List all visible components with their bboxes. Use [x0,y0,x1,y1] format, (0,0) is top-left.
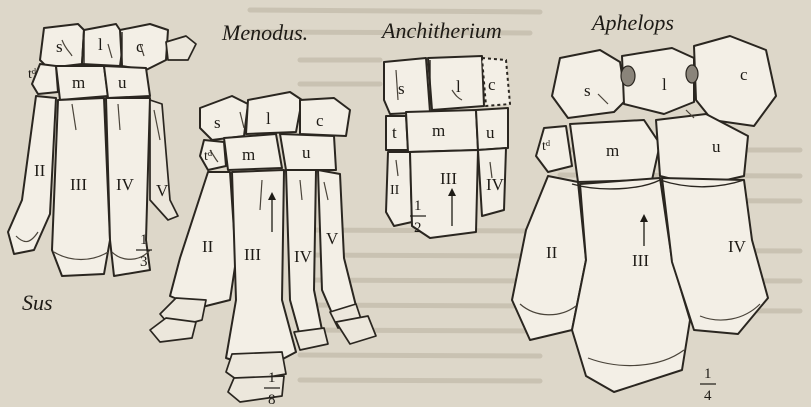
aphelops-label-c: c [740,65,748,84]
anchitherium-scale-den: 2 [414,220,422,236]
aphelops-label-td: tᵈ [542,139,551,154]
anchitherium-label-l: l [456,77,461,96]
anchitherium-label-u: u [486,123,495,142]
menodus-forefoot: s l c tᵈ m u II III IV V 1 8 Menodus. [150,20,376,407]
menodus-scale-den: 8 [268,392,276,407]
menodus-label-c: c [316,111,324,130]
anchitherium-label-s: s [398,79,405,98]
menodus-label-s: s [214,113,221,132]
aphelops-label-s: s [584,81,591,100]
aphelops-label-III: III [632,251,649,270]
menodus-label-V: V [326,229,339,248]
aphelops-label-m: m [606,141,619,160]
aphelops-label-II: II [546,243,558,262]
menodus-label-td: tᵈ [204,149,213,164]
anchitherium-label-c: c [488,75,496,94]
aphelops-label-l: l [662,75,667,94]
aphelops-label-u: u [712,137,721,156]
sus-scale-num: 1 [140,232,148,248]
sus-label-II: II [34,161,46,180]
menodus-label-m: m [242,145,255,164]
anchitherium-forefoot: s l c t m u II III IV 1 2 Anchitherium [380,18,510,238]
menodus-label-III: III [244,245,261,264]
sus-label-V: V [156,181,169,200]
aphelops-forefoot: s l c tᵈ m u II III IV 1 4 Aphelops [512,10,776,404]
anchitherium-label-m: m [432,121,445,140]
sus-label-III: III [70,175,87,194]
sus-label-u: u [118,73,127,92]
sus-label-td: tᵈ [28,67,37,82]
menodus-label-II: II [202,237,214,256]
sus-forefoot: s l c tᵈ m u II III IV V 1 3 Sus [8,24,196,315]
sus-label-c: c [136,37,144,56]
anchitherium-label-IV: IV [486,175,505,194]
menodus-label-u: u [302,143,311,162]
aphelops-label-IV: IV [728,237,747,256]
anchitherium-label-III: III [440,169,457,188]
aphelops-title: Aphelops [590,10,674,35]
menodus-label-l: l [266,109,271,128]
sus-label-l: l [98,35,103,54]
aphelops-scale-den: 4 [704,388,712,404]
sus-scale-den: 3 [140,254,148,270]
anchitherium-scale-num: 1 [414,198,422,214]
anchitherium-title: Anchitherium [380,18,502,43]
anchitherium-label-t: t [392,123,397,142]
sus-label-IV: IV [116,175,135,194]
menodus-title: Menodus. [221,20,308,45]
sus-label-s: s [56,37,63,56]
menodus-label-IV: IV [294,247,313,266]
sus-label-m: m [72,73,85,92]
anchitherium-label-II: II [390,183,400,198]
sus-title: Sus [22,290,53,315]
menodus-scale-num: 1 [268,370,276,386]
aphelops-scale-num: 1 [704,366,712,382]
